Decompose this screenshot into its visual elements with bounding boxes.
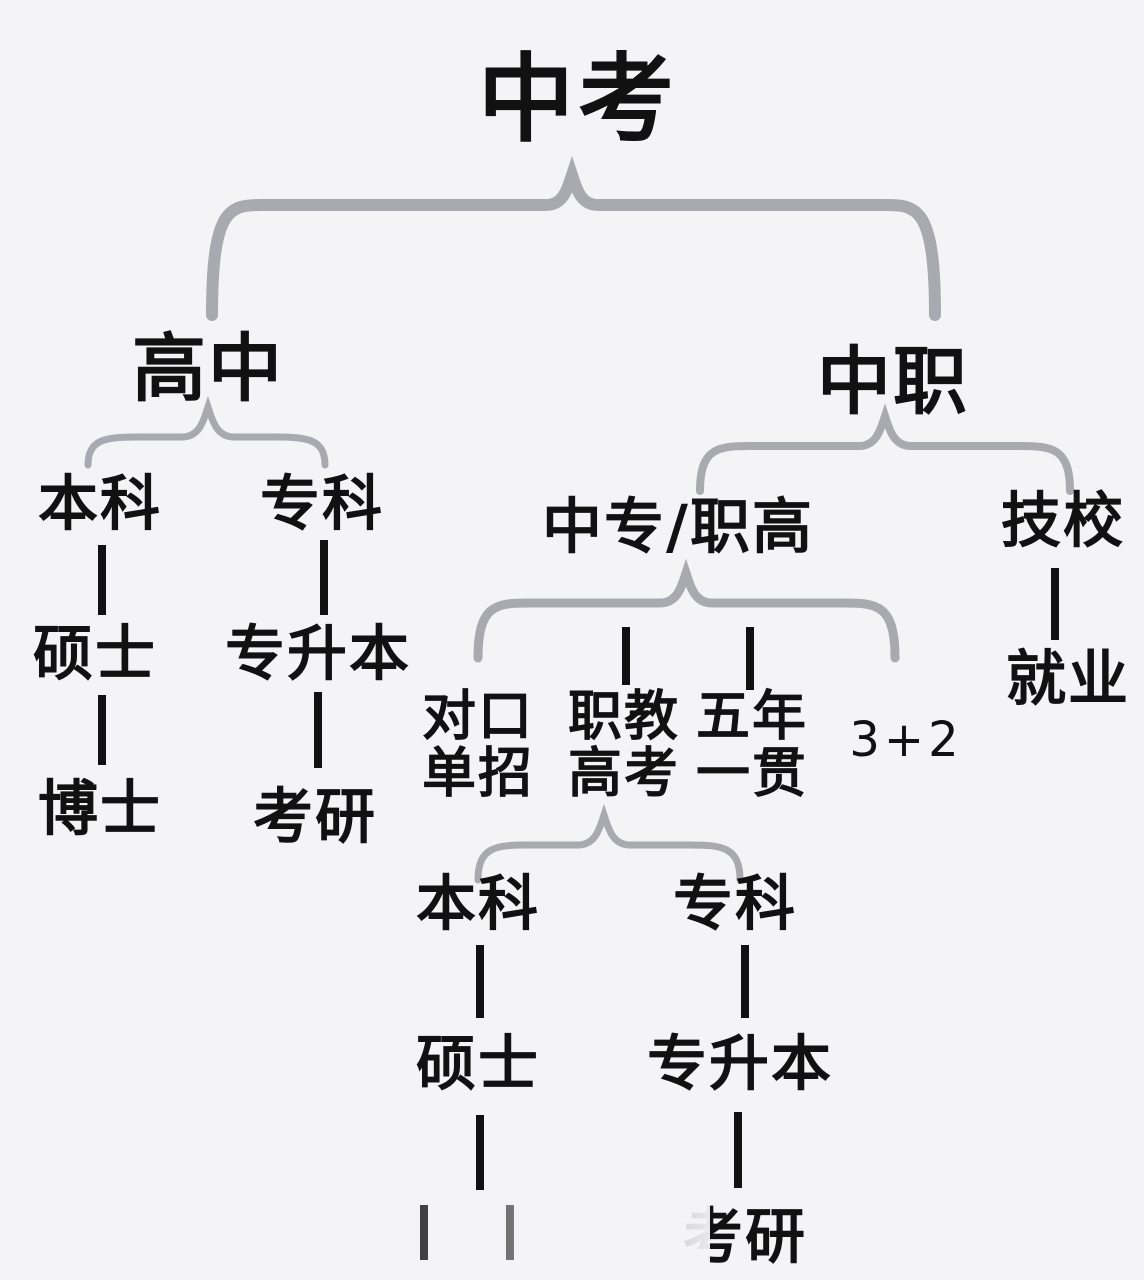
node-gz-shuoshi: 硕士 — [33, 619, 157, 690]
node-three-plus-two: 3+2 — [849, 711, 963, 768]
node-gz-zhuanshengben: 专升本 — [225, 619, 411, 690]
bottom-fade-overlay — [400, 1195, 710, 1280]
node-gk-zhuanshengben: 专升本 — [647, 1029, 833, 1100]
brace-zhongzhi — [696, 403, 1074, 495]
node-gk-benke: 本科 — [416, 869, 540, 940]
brace-zhijiao — [474, 803, 744, 884]
node-zhongkao: 中考 — [478, 43, 678, 156]
node-jixiao: 技校 — [1001, 486, 1125, 557]
brace-gaozhong — [84, 395, 329, 469]
brace-zhongzhuan — [473, 558, 900, 663]
node-gz-zhuanke: 专科 — [260, 469, 384, 540]
zhijiao-line-2: 高考 — [568, 741, 680, 804]
node-zhijiao-gaokao: 职教 高考 — [568, 688, 680, 801]
node-gz-benke: 本科 — [38, 469, 162, 540]
wunian-line-1: 五年 — [696, 684, 808, 748]
wunian-line-2: 一贯 — [696, 741, 808, 804]
node-gk-shuoshi: 硕士 — [416, 1029, 540, 1100]
node-zhongzhi: 中职 — [817, 339, 969, 426]
node-wunian-yiguan: 五年 一贯 — [696, 688, 808, 801]
node-zhongzhuan-zhigao: 中专/职高 — [542, 492, 814, 563]
duikou-line-1: 对口 — [422, 684, 534, 748]
node-gz-boshi: 博士 — [38, 774, 162, 845]
node-jiuye: 就业 — [1006, 644, 1130, 715]
zhijiao-line-1: 职教 — [568, 684, 680, 748]
node-duikou-danzhao: 对口 单招 — [422, 688, 534, 801]
node-gz-kaoyan: 考研 — [253, 782, 377, 853]
node-gaozhong: 高中 — [132, 326, 284, 413]
brace-zhongkao — [206, 156, 941, 321]
node-gk-zhuanke: 专科 — [673, 869, 797, 940]
duikou-line-2: 单招 — [422, 741, 534, 804]
